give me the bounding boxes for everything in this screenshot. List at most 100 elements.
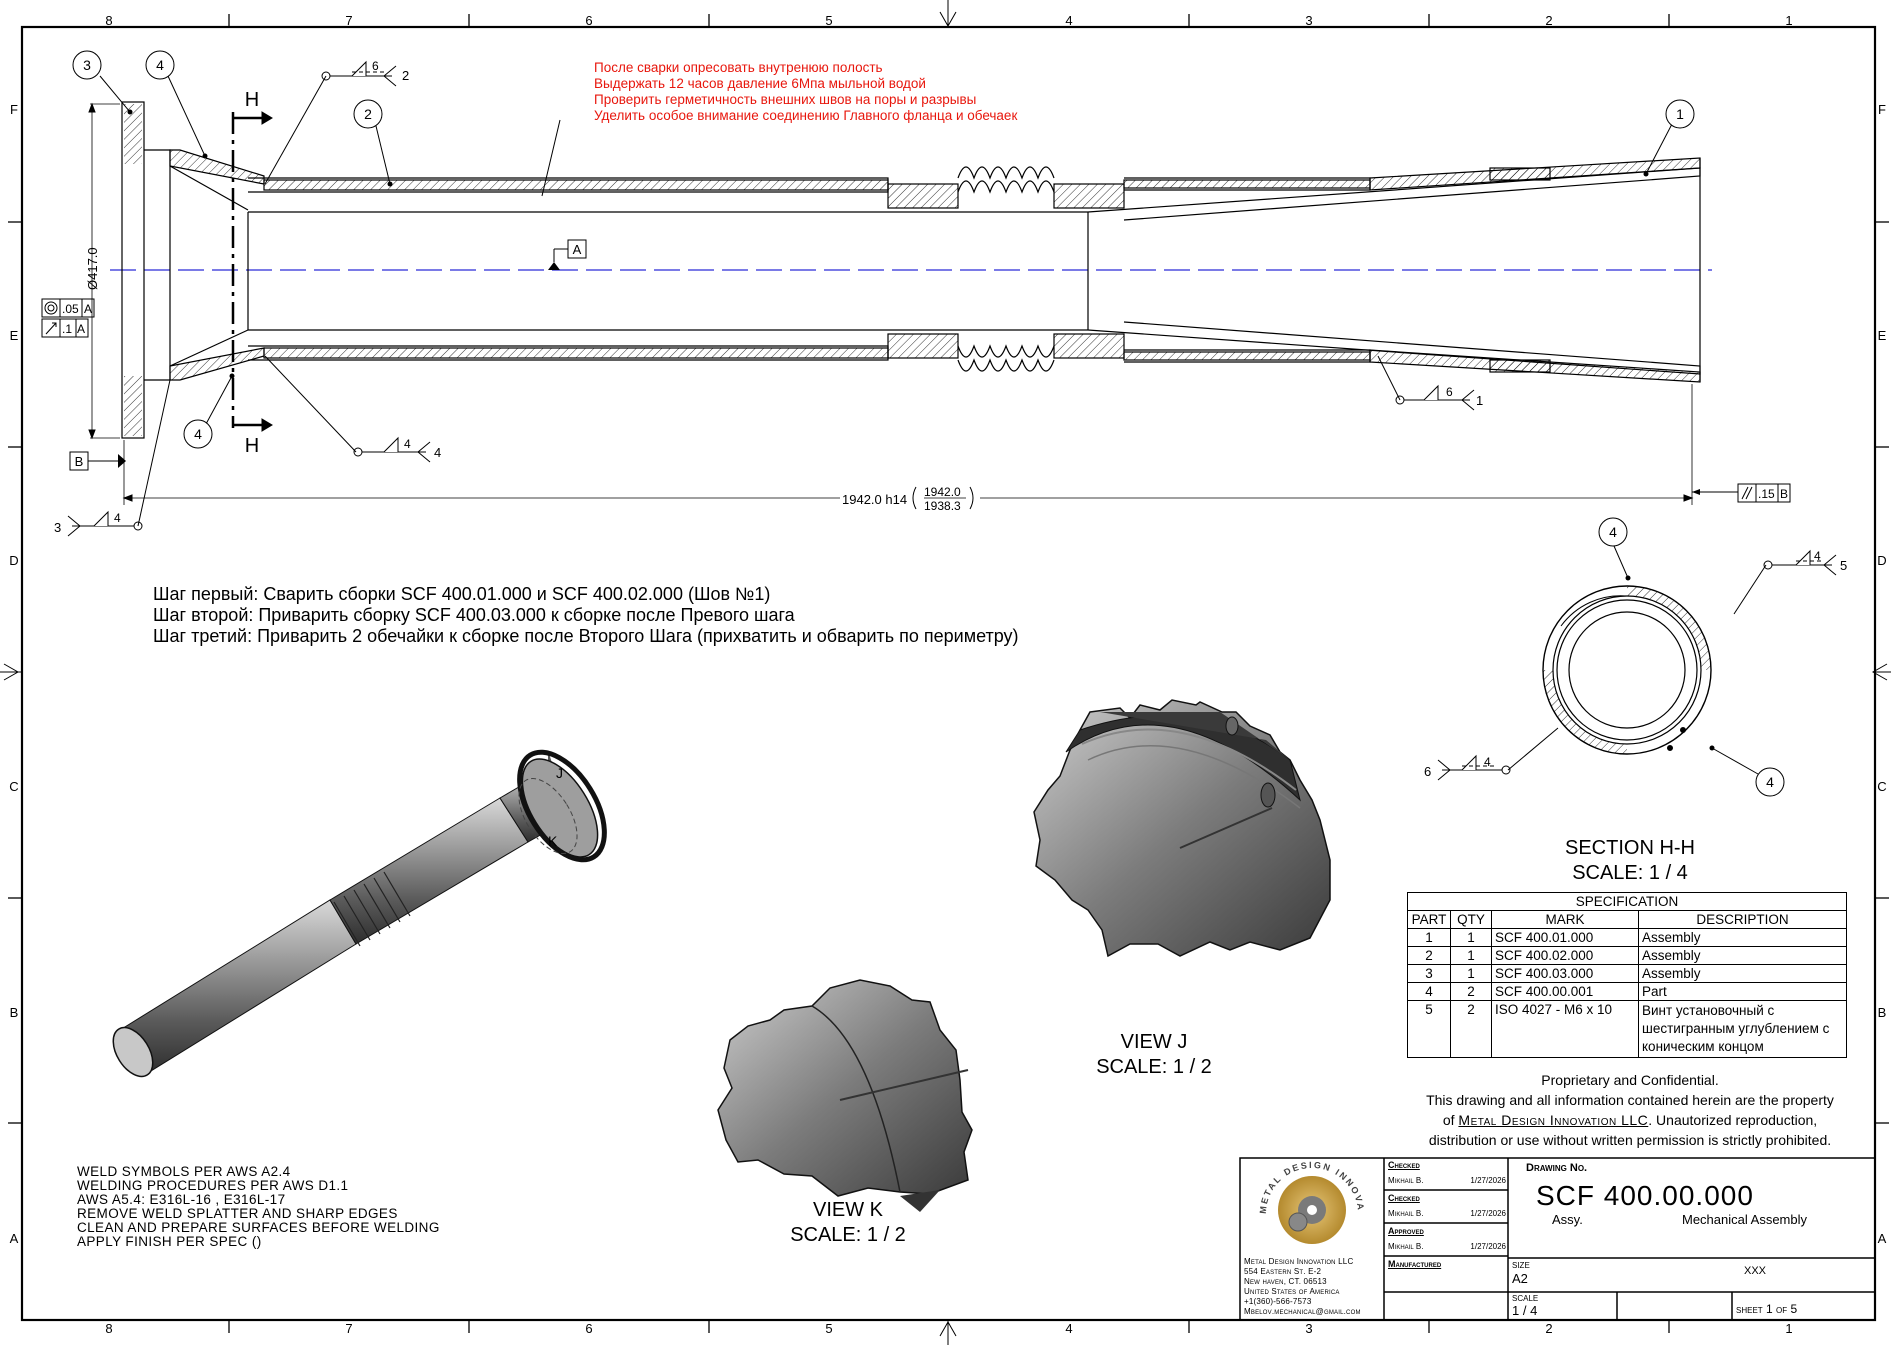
table-row: 5 2 ISO 4027 - M6 x 10 Винт установочный… [1407,1000,1847,1058]
balloon-2: 2 [353,99,393,187]
spec-cell: Assembly [1638,946,1847,965]
prop-text: . Unautorized reproduction, [1648,1112,1818,1128]
col-label: 6 [585,13,592,28]
sheet-info: SHEET 1 OF 5 [1736,1302,1797,1316]
checked-1: Checked Mikhail B. 1/27/2026 [1388,1160,1506,1186]
length-dimension [122,384,1694,510]
view-j-caption: VIEW J SCALE: 1 / 2 [1074,1030,1234,1080]
spec-cell: SCF 400.02.000 [1491,946,1639,965]
row-label: C [1877,779,1886,794]
weld-number: 2 [402,68,409,83]
datum-a: A [548,239,587,270]
weld-size: 4 [1484,755,1491,769]
sheet-label: SHEET [1736,1306,1763,1315]
spec-title: SPECIFICATION [1407,892,1847,911]
assembly-steps: Шаг первый: Сварить сборки SCF 400.01.00… [153,584,1153,647]
length-value: 1942.0 h14 [842,492,907,507]
sheet-number: 1 [1766,1302,1773,1316]
row-label: A [1878,1231,1887,1246]
row-label: F [1878,102,1886,117]
col-label: 8 [105,13,112,28]
spec-cell: 5 [1407,1000,1451,1058]
col-label: 6 [585,1321,592,1336]
size-value: A2 [1512,1271,1528,1286]
col-label: 3 [1305,13,1312,28]
address-line: United States of America [1244,1287,1340,1296]
section-hh-caption: SECTION H-H SCALE: 1 / 4 [1540,836,1720,886]
spec-cell: SCF 400.03.000 [1491,964,1639,983]
spec-cell: 2 [1407,946,1451,965]
weld-symbol-2 [264,60,397,185]
spec-cell: Assembly [1638,928,1847,947]
of-label: OF [1776,1306,1788,1315]
col-label: 3 [1305,1321,1312,1336]
approval-date: 1/27/2026 [1470,1242,1506,1251]
balloon-1: 1 [1643,99,1695,177]
weld-note-line: WELD SYMBOLS PER AWS A2.4 [77,1164,291,1179]
table-row: 1 1 SCF 400.01.000 Assembly [1407,928,1847,947]
weld-symbol-4 [264,355,431,463]
approver-name: Mikhail B. [1388,1242,1424,1251]
drawing-number-label: Drawing No. [1526,1162,1588,1174]
fcf-datum: A [84,302,92,316]
fcf-runout: .1 A [41,318,89,338]
approval-date: 1/27/2026 [1470,1209,1506,1218]
spec-cell: Assembly [1638,964,1847,983]
approval-label: Checked [1388,1160,1420,1170]
step-line: Шаг второй: Приварить сборку SCF 400.03.… [153,605,795,625]
sheet-total: 5 [1790,1302,1798,1316]
balloon-4-bottom: 4 [183,373,235,449]
manufactured-label: Manufactured [1388,1259,1442,1269]
approval-label: Approved [1388,1226,1424,1236]
spec-cell: SCF 400.00.001 [1491,982,1639,1001]
view-title: VIEW K [812,1199,883,1221]
col-label: 4 [1065,13,1072,28]
weld-symbol-3 [67,379,171,537]
approver-name: Mikhail B. [1388,1209,1424,1218]
fcf-tol: .15 [1758,487,1775,501]
weld-size: 6 [1446,385,1453,399]
weld-symbol-1 [1377,355,1475,411]
cut-label-top: H [245,89,259,111]
section-title: SECTION H-H [1565,837,1695,859]
view-scale: SCALE: 1 / 2 [790,1224,906,1246]
spec-cell: 1 [1450,928,1492,947]
datum-letter: A [573,242,582,257]
note-leader [541,119,561,197]
company-name-link[interactable]: Metal Design Innovation LLC [1458,1112,1649,1128]
view-k-detail [717,979,973,1212]
spec-cell: Part [1638,982,1847,1001]
row-label: D [1877,553,1886,568]
fcf-concentricity: .05 A [41,298,95,318]
spec-cell: 1 [1407,928,1451,947]
spec-header: MARK [1491,910,1639,929]
weld-general-notes: WELD SYMBOLS PER AWS A2.4 WELDING PROCED… [77,1165,577,1249]
col-label: 1 [1785,1321,1792,1336]
col-label: 7 [345,13,352,28]
col-label: 2 [1545,13,1552,28]
spec-cell: 1 [1450,964,1492,983]
table-row: 3 1 SCF 400.03.000 Assembly [1407,964,1847,983]
weld-note-line: CLEAN AND PREPARE SURFACES BEFORE WELDIN… [77,1220,440,1235]
spec-header: QTY [1450,910,1492,929]
step-line: Шаг первый: Сварить сборки SCF 400.01.00… [153,584,771,604]
col-label: 8 [105,1321,112,1336]
spec-cell: SCF 400.01.000 [1491,928,1639,947]
section-hh-view [1542,585,1712,755]
address-line: 554 Eastern St. E-2 [1244,1267,1322,1276]
balloon-3: 3 [72,50,133,115]
balloon-number: 1 [1676,106,1684,122]
view-title: VIEW J [1120,1031,1188,1053]
prop-line: Proprietary and Confidential. [1541,1072,1719,1088]
fcf-datum: A [77,322,85,336]
row-label: B [10,1005,19,1020]
balloon-4-hh-bottom: 4 [1709,745,1785,797]
spec-header: PART [1407,910,1451,929]
weld-size: 6 [372,59,379,73]
table-row: 2 1 SCF 400.02.000 Assembly [1407,946,1847,965]
address-line: Metal Design Innovation LLC [1244,1257,1354,1266]
balloon-4-top: 4 [145,50,208,159]
spec-cell: 2 [1450,982,1492,1001]
row-label: D [9,553,18,568]
